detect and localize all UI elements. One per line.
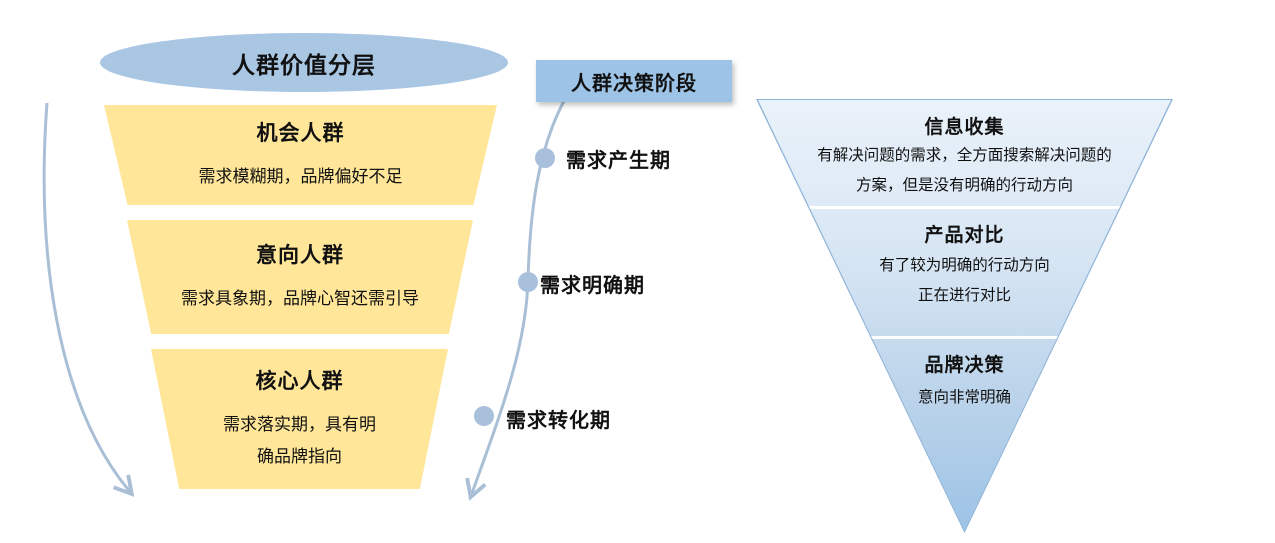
right-section-title-product-compare: 产品对比 <box>924 224 1005 246</box>
right-section-title-brand-decision: 品牌决策 <box>924 354 1005 376</box>
track-label-demand-convert: 需求转化期 <box>506 408 611 432</box>
stage-desc: 需求模糊期，品牌偏好不足 <box>198 167 403 187</box>
stage-title: 意向人群 <box>256 243 344 267</box>
decision-track-curve <box>465 100 566 501</box>
right-section-title-info-collect: 信息收集 <box>924 116 1005 138</box>
right-section-desc-product-compare: 有了较为明确的行动方向 正在进行对比 <box>879 256 1050 304</box>
track-label-demand-generation: 需求产生期 <box>566 148 671 172</box>
decision-stage-header: 人群决策阶段 <box>536 60 732 102</box>
funnel-stage-opportunity: 机会人群 需求模糊期，品牌偏好不足 <box>104 105 497 205</box>
stage-title: 核心人群 <box>255 369 344 393</box>
stage-desc: 需求落实期，具有明 确品牌指向 <box>223 415 376 467</box>
funnel-stage-core: 核心人群 需求落实期，具有明 确品牌指向 <box>151 349 448 489</box>
section-divider <box>758 336 1171 339</box>
funnel-stage-intent: 意向人群 需求具象期，品牌心智还需引导 <box>127 220 473 334</box>
section-divider <box>758 206 1171 209</box>
right-section-desc-brand-decision: 意向非常明确 <box>917 388 1011 406</box>
left-funnel-title: 人群价值分层 <box>232 52 376 79</box>
decision-stage-title: 人群决策阶段 <box>571 70 697 95</box>
stage-title: 机会人群 <box>256 121 345 145</box>
left-funnel-header: 人群价值分层 <box>100 33 508 92</box>
right-section-desc-info-collect: 有解决问题的需求，全方面搜索解决问题的 方案，但是没有明确的行动方向 <box>817 146 1112 194</box>
track-dot-demand-generation <box>535 148 555 168</box>
track-dot-demand-clarify <box>518 272 538 292</box>
track-dot-demand-convert <box>474 406 494 426</box>
track-label-demand-clarify: 需求明确期 <box>540 273 645 297</box>
stage-desc: 需求具象期，品牌心智还需引导 <box>181 289 419 309</box>
right-funnel: 信息收集 有解决问题的需求，全方面搜索解决问题的 方案，但是没有明确的行动方向 … <box>758 100 1171 531</box>
